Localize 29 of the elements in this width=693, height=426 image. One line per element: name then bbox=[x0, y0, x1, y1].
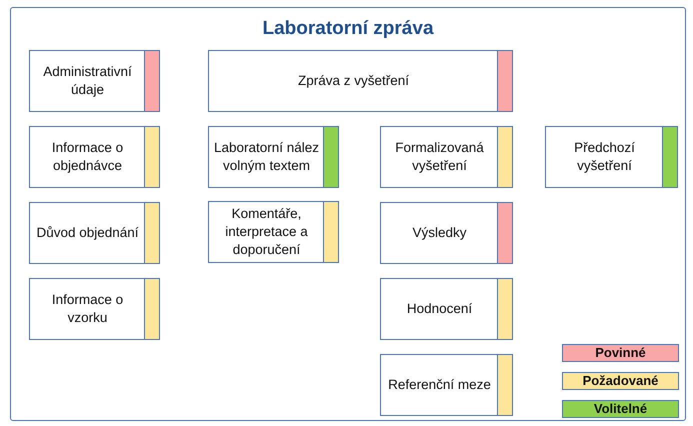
section-box bbox=[29, 50, 160, 112]
section-label: Laboratorní nález volným textem bbox=[212, 138, 320, 175]
section-label: Formalizovaná vyšetření bbox=[394, 138, 485, 175]
section-label: Komentáře, interpretace a doporučení bbox=[224, 204, 309, 260]
report-frame bbox=[10, 7, 686, 421]
frame-heading: Laboratorní zpráva bbox=[261, 18, 435, 40]
section-box bbox=[545, 126, 678, 188]
section-label: Referenční meze bbox=[388, 376, 491, 394]
section-box bbox=[380, 126, 513, 188]
section-box bbox=[380, 202, 513, 264]
section-box bbox=[29, 202, 160, 264]
section-label: Hodnocení bbox=[406, 300, 472, 318]
section-box bbox=[29, 126, 160, 188]
legend-swatch: Povinné bbox=[562, 344, 679, 362]
section-box bbox=[208, 201, 339, 263]
section-label: Výsledky bbox=[412, 224, 467, 242]
section-label: Administrativní údaje bbox=[42, 62, 133, 99]
legend-swatch: Volitelné bbox=[562, 400, 679, 418]
section-label: Předchozí vyšetření bbox=[573, 138, 636, 175]
section-box bbox=[208, 126, 339, 188]
section-label: Důvod objednání bbox=[36, 224, 139, 242]
section-box bbox=[208, 50, 513, 112]
section-box bbox=[380, 278, 513, 340]
section-label: Informace o vzorku bbox=[50, 290, 124, 327]
section-label: Informace o objednávce bbox=[50, 138, 124, 175]
section-box bbox=[380, 354, 513, 416]
legend-swatch: Požadované bbox=[562, 372, 679, 390]
section-label: Zpráva z vyšetření bbox=[298, 72, 410, 90]
section-box bbox=[29, 278, 160, 340]
